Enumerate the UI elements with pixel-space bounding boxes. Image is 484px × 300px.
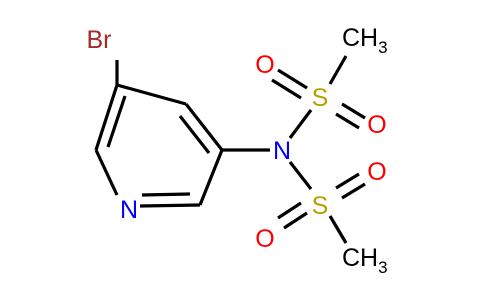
methyl-bottom-label: CH3 (342, 244, 388, 277)
methyl-top-ch: CH (342, 24, 378, 52)
bond-ring-c4-n (139, 203, 201, 208)
bromine-label: Br (87, 26, 112, 54)
bond-s-top-o-left-a (277, 68, 308, 90)
bond-ring-c2-c3-inner (178, 115, 211, 154)
oxygen-bottom-left-label: O (255, 225, 274, 253)
amide-nitrogen-label: N (273, 137, 291, 165)
bond-s-top-o-right-a (341, 102, 366, 120)
bond-ring-n-c6 (94, 149, 119, 196)
bond-s-bottom-o-right-a (335, 172, 360, 190)
methyl-bottom-subscript: 3 (378, 258, 387, 277)
methyl-bottom-ch: CH (342, 244, 378, 272)
substituent-bonds (115, 55, 348, 244)
bond-s-bottom-o-left-b (283, 211, 308, 230)
atom-labels: Br N N S S O O O O CH3 CH3 (87, 24, 388, 277)
bond-s-bottom-ch3 (328, 215, 348, 244)
methyl-top-subscript: 3 (378, 38, 387, 57)
bond-ring-c4-n-inner (141, 192, 191, 197)
bond-ring-c1-c2 (116, 83, 187, 106)
sulfur-top-label: S (312, 84, 329, 112)
bond-ring-c2-c3 (184, 103, 224, 151)
bond-n-s-top (288, 109, 313, 139)
sulfur-bottom-label: S (312, 192, 329, 220)
pyridine-ring (94, 83, 224, 208)
bond-n-s-bottom (288, 161, 313, 190)
bond-ring-c6-c1-inner (106, 95, 127, 148)
bond-ring-c6-c1 (94, 84, 119, 151)
oxygen-bottom-right-label: O (367, 158, 386, 186)
sulfonyl-double-bonds (271, 68, 366, 230)
ring-nitrogen-label: N (120, 196, 138, 224)
bond-s-top-o-right-b (335, 112, 360, 130)
oxygen-top-left-label: O (255, 51, 274, 79)
bond-s-top-o-left-b (271, 78, 302, 100)
bond-s-top-ch3 (328, 55, 348, 85)
bond-s-bottom-o-right-b (341, 182, 366, 200)
methyl-top-label: CH3 (342, 24, 388, 57)
bond-s-bottom-o-left-a (277, 201, 302, 220)
oxygen-top-right-label: O (367, 111, 386, 139)
bond-ring-c3-c4 (198, 149, 224, 206)
